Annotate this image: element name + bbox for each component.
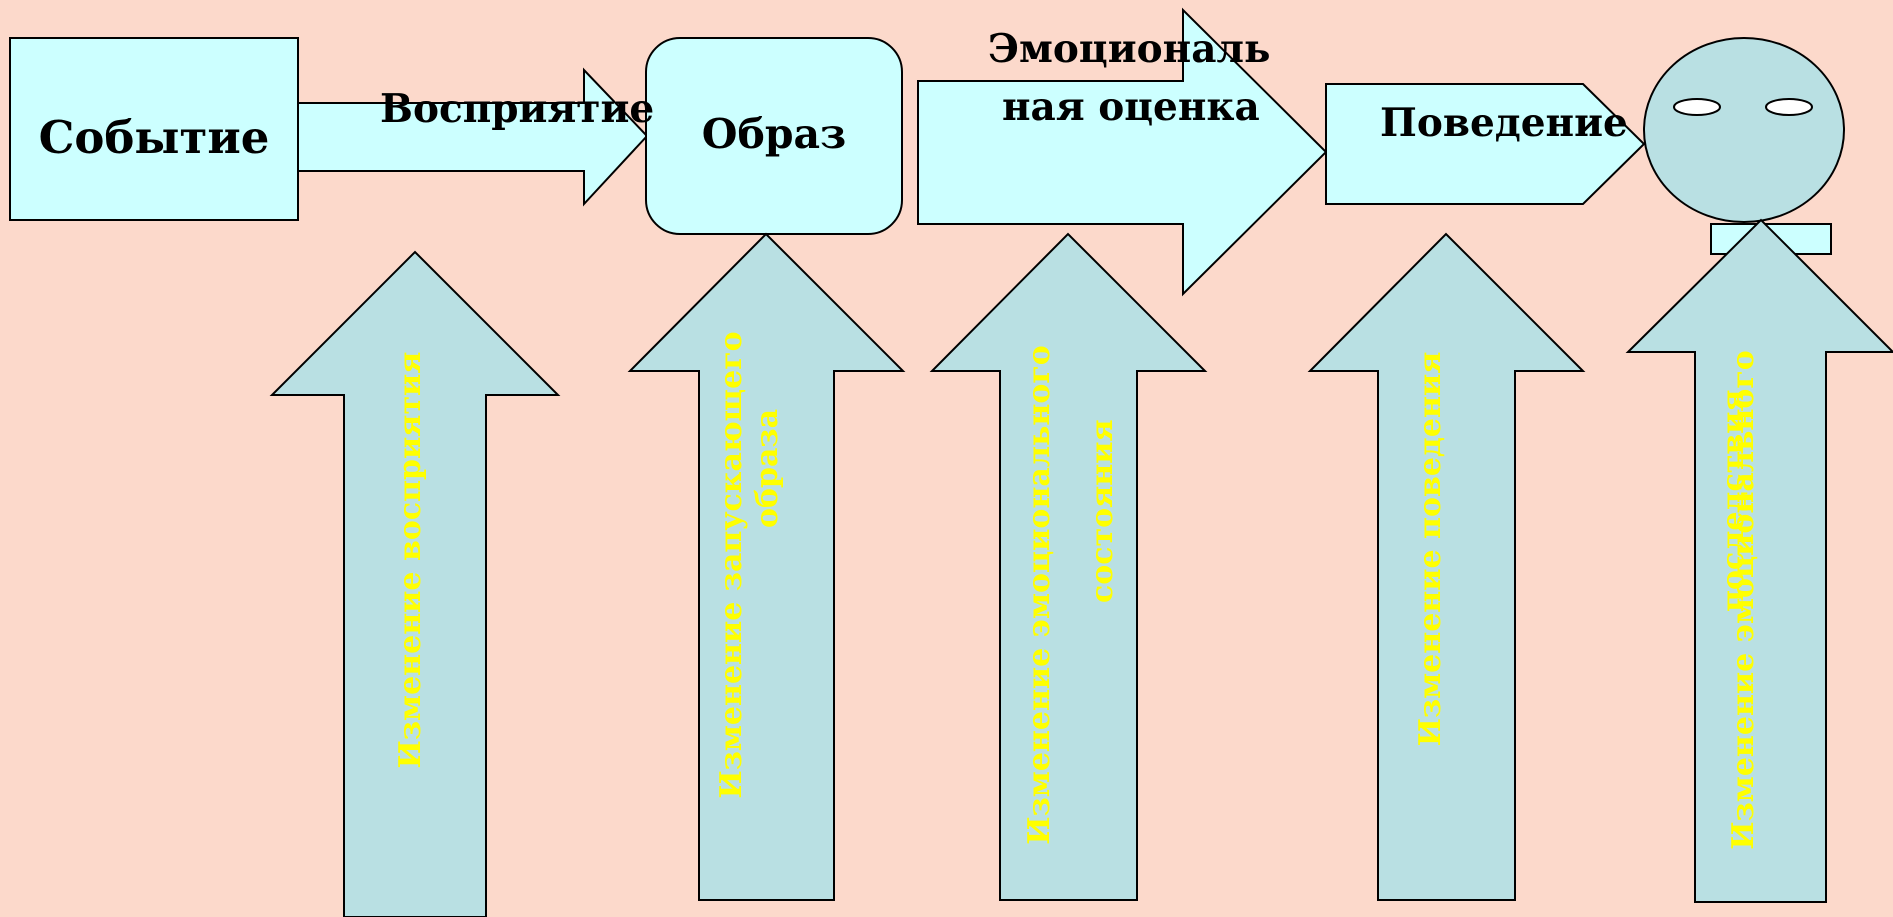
- emotion-label-line2: ная оценка: [1002, 84, 1260, 130]
- event-box: [9, 37, 299, 221]
- perception-change-label: Изменение восприятия: [393, 351, 428, 769]
- emotion-label-line1: Эмоциональ: [988, 26, 1271, 72]
- emotion-arrow: [917, 7, 1328, 297]
- consequence-change-label-line2: последствия: [1716, 389, 1751, 612]
- image-change-label-line1: Изменение запускающего: [714, 331, 749, 799]
- behavior-label: Поведение: [1380, 100, 1628, 146]
- image-label: Образ: [701, 110, 847, 158]
- emotion-change-label-line1: Изменение эмоционального: [1022, 345, 1057, 845]
- image-change-label-line2: образа: [750, 408, 785, 528]
- behavior-change-label: Изменение поведения: [1413, 351, 1448, 747]
- perception-arrow: [297, 67, 649, 207]
- perception-change-arrow: [269, 250, 561, 917]
- image-box: [645, 37, 903, 235]
- emotion-change-label-line2: состояния: [1085, 419, 1120, 603]
- event-label: Событие: [38, 111, 270, 164]
- image-change-arrow: [627, 232, 906, 901]
- behavior-arrow: [1325, 83, 1646, 205]
- perception-label: Восприятие: [380, 86, 655, 132]
- consequence-change-arrow: [1625, 218, 1893, 903]
- emotion-change-arrow: [929, 232, 1208, 901]
- behavior-change-arrow: [1307, 232, 1586, 901]
